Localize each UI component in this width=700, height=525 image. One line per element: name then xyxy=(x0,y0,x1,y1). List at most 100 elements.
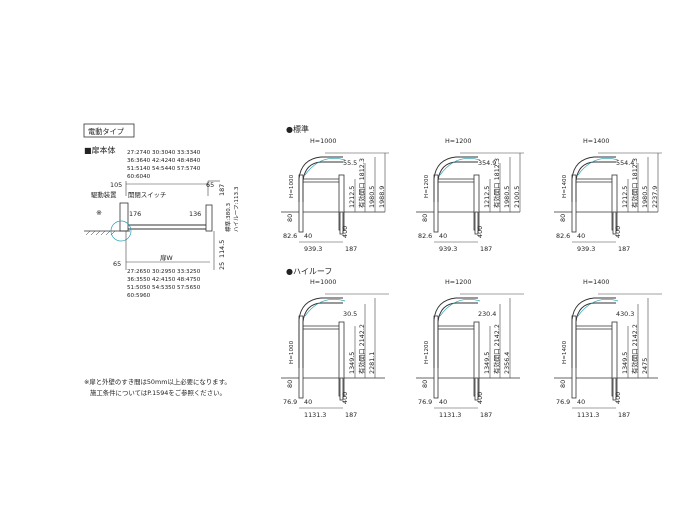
size-row: 36:3550 42:4150 48:4750 xyxy=(127,277,201,283)
canopy-arch xyxy=(571,297,616,368)
height-label: H=1200 xyxy=(445,137,471,145)
foundation-post xyxy=(612,377,617,401)
dim-base: 187 xyxy=(345,245,357,253)
size-row: 36:3640 42:4240 48:4840 xyxy=(127,158,201,164)
canopy-arch xyxy=(571,156,616,202)
dim-left-offset: 76.9 xyxy=(418,398,432,406)
dim-width-40: 40 xyxy=(304,232,312,240)
dim-base-left: 80 xyxy=(421,214,429,222)
dim-left-offset: 76.9 xyxy=(556,398,570,406)
right-post xyxy=(205,204,213,232)
dim-left-offset: 82.6 xyxy=(283,232,297,240)
gate-post xyxy=(433,315,439,399)
drive-unit xyxy=(119,202,129,232)
foundation-post xyxy=(339,377,344,401)
side-height-label: H=1200 xyxy=(424,174,430,198)
foundation-post xyxy=(612,211,617,235)
dim-right-top: 65 xyxy=(206,181,214,189)
dim-top: 230.4 xyxy=(478,310,496,318)
dim-bottom-width: 939.3 xyxy=(577,245,595,253)
dim-post-depth: 400 xyxy=(341,226,349,238)
wall-hatch xyxy=(85,230,116,236)
note-gap: ※扉と外壁のすき間は50mm以上必要になります。 xyxy=(84,377,231,386)
size-row: 27:2740 30:3040 33:3340 xyxy=(127,150,201,156)
gate-post xyxy=(298,315,304,399)
dim-bottom-right: 25 xyxy=(218,262,226,270)
dim-bottom-width: 1131.3 xyxy=(304,411,326,419)
dim-left-inner: 176 xyxy=(129,210,141,218)
dim-total-height: 2356.4 xyxy=(503,352,511,374)
dim-clear-opening: 有効開口 2142.2 xyxy=(630,324,639,374)
dim-width-40: 40 xyxy=(577,232,585,240)
side-height-label: H=1200 xyxy=(424,340,430,364)
dim-bottom-width: 1131.3 xyxy=(577,411,599,419)
section-title: ■扉本体 xyxy=(84,145,116,155)
dim-base: 187 xyxy=(345,411,357,419)
dim-base-left: 80 xyxy=(421,380,429,388)
asterisk-mark: ※ xyxy=(96,208,102,217)
dim-left-offset: 76.9 xyxy=(283,398,297,406)
size-table-top: 27:2740 30:3040 33:3340 36:3640 42:4240 … xyxy=(127,150,201,180)
height-label: H=1400 xyxy=(583,278,609,286)
side-height-label: H=1400 xyxy=(562,340,568,364)
dim-base-left: 80 xyxy=(286,380,294,388)
side-height-label: H=1000 xyxy=(289,340,295,364)
canopy-arch xyxy=(433,156,478,202)
dim-inner-height: 1212.5 xyxy=(483,186,491,208)
door-width-label: 扉W xyxy=(160,253,173,262)
dim-base: 187 xyxy=(480,245,492,253)
dim-top: 55.5 xyxy=(343,159,357,167)
dim-top: 430.3 xyxy=(616,310,634,318)
left-panel: 電動タイプ ■扉本体 27:2740 30:3040 33:3340 36:36… xyxy=(83,123,240,397)
canopy-arch xyxy=(298,297,343,368)
dim-post-depth: 400 xyxy=(476,392,484,404)
gate-post xyxy=(571,315,577,399)
foundation-post xyxy=(474,211,479,235)
dim-inner-height: 1349.5 xyxy=(348,352,356,374)
dim-top: 354.9 xyxy=(478,159,496,167)
gate-post xyxy=(433,174,439,233)
dim-clear-opening: 有効開口 1812.3 xyxy=(357,158,366,208)
dim-total-height: 2281.1 xyxy=(368,352,376,374)
dim-inner-height: 1349.5 xyxy=(483,352,491,374)
side-dim-a: 標準:380.3 xyxy=(224,202,232,232)
dim-width-40: 40 xyxy=(439,232,447,240)
dim-base: 187 xyxy=(618,245,630,253)
dim-post-depth: 400 xyxy=(614,392,622,404)
dim-total-a: 1980.5 xyxy=(368,186,376,208)
dim-top-width: 105 xyxy=(110,181,122,189)
side-height-label: H=1400 xyxy=(562,174,568,198)
gap-detail-circle xyxy=(110,220,132,242)
foundation-post xyxy=(474,377,479,401)
dim-left-offset: 82.6 xyxy=(556,232,570,240)
dim-bottom-width: 939.3 xyxy=(304,245,322,253)
size-row: 51:5140 54:5440 57:5740 xyxy=(127,166,201,172)
dim-bottom-width: 1131.3 xyxy=(439,411,461,419)
size-row: 60:5960 xyxy=(127,293,151,299)
standard-title: ●標準 xyxy=(286,124,309,134)
dim-inner-height: 1212.5 xyxy=(621,186,629,208)
dim-clear-opening: 有効開口 1812.3 xyxy=(630,158,639,208)
dim-right-inner: 136 xyxy=(189,210,201,218)
dim-post-depth: 400 xyxy=(614,226,622,238)
dim-total-a: 1980.5 xyxy=(503,186,511,208)
dim-top: 554.4 xyxy=(616,159,634,167)
height-label: H=1200 xyxy=(445,278,471,286)
foundation-post xyxy=(339,211,344,235)
side-dim-b: ハイルーフ:113.3 xyxy=(233,186,240,232)
dim-base: 187 xyxy=(480,411,492,419)
dim-post-depth: 400 xyxy=(476,226,484,238)
type-badge: 電動タイプ xyxy=(88,127,125,136)
dim-total-b: 1988.9 xyxy=(378,186,386,208)
dim-base: 187 xyxy=(618,411,630,419)
high-roof-title: ●ハイルーフ xyxy=(286,267,332,276)
dim-right-lower: 114.5 xyxy=(218,240,226,258)
dim-post-depth: 400 xyxy=(341,392,349,404)
dim-width-40: 40 xyxy=(304,398,312,406)
side-height-label: H=1000 xyxy=(289,174,295,198)
